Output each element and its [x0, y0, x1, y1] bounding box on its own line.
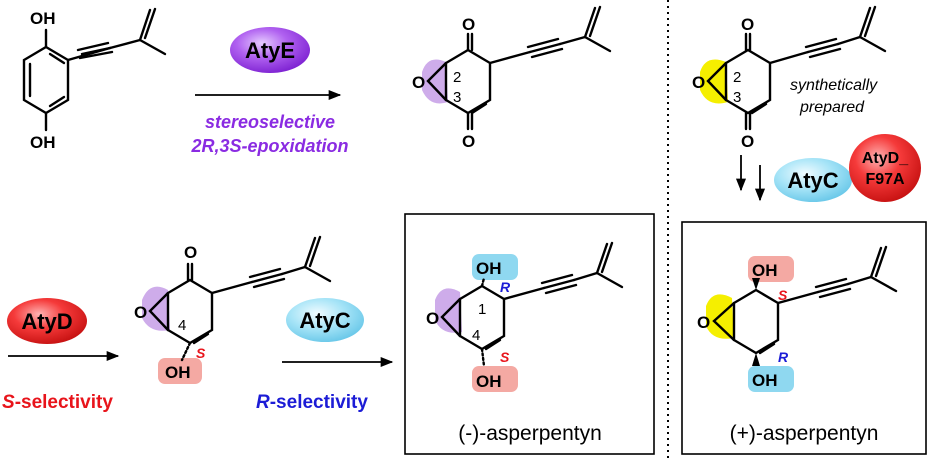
- atyd-enzyme-badge: [7, 298, 87, 344]
- hydroxy-epoxyketone: O O 4 S OH: [134, 235, 332, 384]
- oh-label: OH: [30, 9, 56, 28]
- product-name-plus: (+)-asperpentyn: [730, 422, 879, 445]
- atyc-enzyme-badge: [774, 158, 852, 202]
- carbonyl-o-label: O: [462, 15, 475, 34]
- synthetic-note-line1: synthetically: [790, 77, 878, 94]
- position-4-label: 4: [178, 317, 186, 334]
- epoxide-o-label: O: [697, 313, 710, 332]
- product-name-minus: (-)-asperpentyn: [458, 422, 602, 445]
- s-selectivity-caption: S-selectivity: [2, 392, 113, 413]
- epoxide-o-label: O: [412, 73, 425, 92]
- atyd-mutant-label-line1: AtyD_: [862, 150, 909, 167]
- epoxyquinone-synthetic: O O O 2 3 synthetically prepared: [692, 5, 887, 151]
- s-stereo-label: S: [196, 345, 206, 361]
- atyd-mutant-badge: [849, 134, 921, 202]
- position-2-label: 2: [733, 69, 741, 86]
- oh-label: OH: [476, 372, 502, 391]
- synthetic-note-line2: prepared: [799, 99, 865, 116]
- atyc-step: AtyC R-selectivity: [256, 298, 394, 413]
- r-stereo-label: R: [500, 279, 511, 295]
- minus-asperpentyn-structure: OH OH O 1 4 R S (-)-asperpentyn: [426, 241, 624, 445]
- epoxide-o-label: O: [692, 73, 705, 92]
- position-2-label: 2: [453, 69, 461, 86]
- plus-asperpentyn-structure: OH OH O S R (+)-asperpentyn: [697, 245, 898, 445]
- oh-label: OH: [476, 259, 502, 278]
- product-box-minus: [404, 213, 655, 455]
- epoxyquinone-enzymatic: O O O 2 3: [412, 5, 612, 151]
- atye-step: AtyE stereoselective 2R,3S-epoxidation: [190, 27, 349, 156]
- epoxidation-caption-line2: 2R,3S-epoxidation: [190, 136, 348, 156]
- atyc-label: AtyC: [299, 308, 350, 333]
- epoxidation-caption-line1: stereoselective: [205, 112, 335, 132]
- atyd-mutant-label-line2: F97A: [865, 171, 905, 188]
- oh-label: OH: [165, 363, 191, 382]
- r-selectivity-letter: R: [256, 392, 270, 413]
- carbonyl-o-label: O: [741, 15, 754, 34]
- atye-enzyme-badge: [230, 27, 310, 73]
- s-stereo-label: S: [778, 287, 788, 303]
- carbonyl-o-label: O: [184, 243, 197, 262]
- oh-label: OH: [752, 371, 778, 390]
- substrate-hydroquinone: OH OH: [22, 7, 167, 152]
- right-enzyme-step: AtyC AtyD_ F97A: [735, 134, 921, 202]
- s-selectivity-rest: -selectivity: [15, 392, 114, 413]
- position-3-label: 3: [453, 89, 461, 106]
- product-box-plus: [681, 221, 927, 455]
- r-selectivity-rest: -selectivity: [270, 392, 369, 413]
- atye-label: AtyE: [245, 38, 295, 63]
- atyc-enzyme-badge: [286, 298, 364, 342]
- position-1-label: 1: [478, 301, 486, 318]
- atyc-label: AtyC: [787, 168, 838, 193]
- carbonyl-o-label: O: [462, 132, 475, 151]
- epoxide-o-label: O: [134, 303, 147, 322]
- atyd-label: AtyD: [21, 309, 72, 334]
- atyd-step: AtyD S-selectivity: [2, 298, 120, 413]
- r-selectivity-caption: R-selectivity: [256, 392, 368, 413]
- epoxide-o-label: O: [426, 309, 439, 328]
- carbonyl-o-label: O: [741, 132, 754, 151]
- s-stereo-label: S: [500, 349, 510, 365]
- r-stereo-label: R: [778, 349, 789, 365]
- position-3-label: 3: [733, 89, 741, 106]
- oh-label: OH: [30, 133, 56, 152]
- s-selectivity-letter: S: [2, 392, 15, 413]
- oh-label: OH: [752, 261, 778, 280]
- position-4-label: 4: [472, 327, 480, 344]
